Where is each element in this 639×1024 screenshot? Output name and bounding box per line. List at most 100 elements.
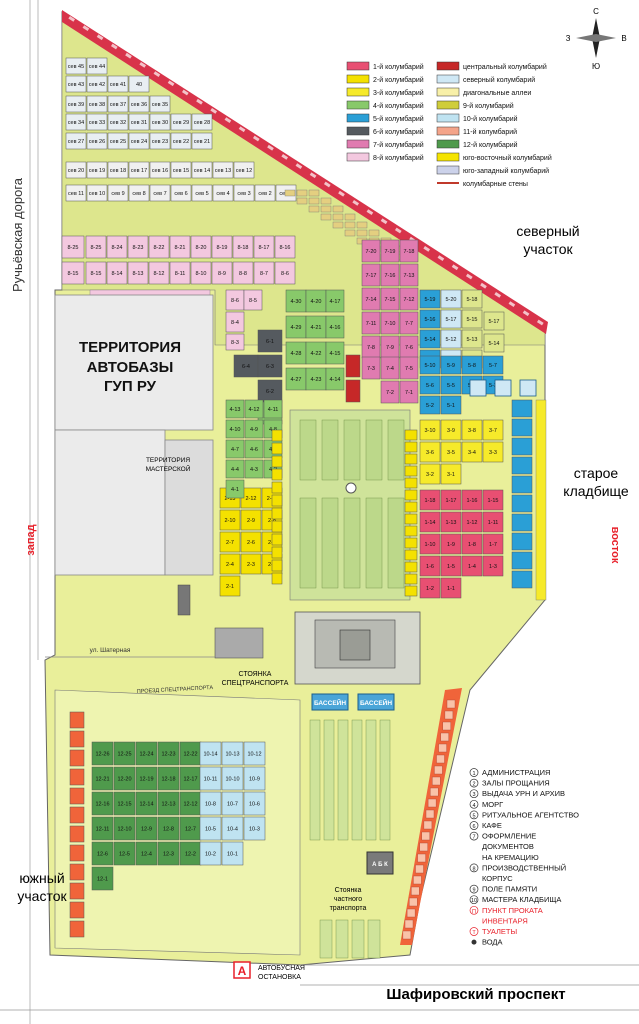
wall-segment bbox=[522, 310, 530, 317]
filler-cell bbox=[308, 189, 320, 197]
plot-label: 4-17 bbox=[329, 299, 340, 305]
service-mark bbox=[469, 863, 479, 873]
columbarium-5-cell bbox=[440, 355, 462, 375]
road-label-left: Ручьёвская дорога bbox=[10, 177, 25, 292]
columbarium-4-cell bbox=[225, 439, 245, 459]
columbarium-3-cell bbox=[404, 441, 418, 453]
filler-cell bbox=[332, 205, 344, 213]
legend-swatch bbox=[436, 113, 460, 123]
service-label: ЗАЛЫ ПРОЩАНИЯ bbox=[482, 779, 550, 788]
masterskaya-territory bbox=[164, 439, 214, 576]
plot-label: 8-22 bbox=[153, 245, 164, 251]
service-mark bbox=[469, 768, 479, 777]
columbarium-12-cell bbox=[135, 791, 158, 816]
filler-cell bbox=[284, 189, 296, 197]
south-alley bbox=[379, 719, 391, 841]
columbarium-3-cell bbox=[404, 513, 418, 525]
plot-label: 12-2 bbox=[185, 851, 196, 857]
plot-label: сев 30 bbox=[152, 120, 168, 126]
plot-label: 12-24 bbox=[139, 751, 153, 757]
columbarium-8-cell bbox=[169, 235, 191, 259]
columbarium-5-cell bbox=[419, 375, 441, 395]
plot-label: 1-9 bbox=[447, 542, 455, 548]
plot-label: сев 39 bbox=[68, 102, 84, 108]
legend-swatch bbox=[346, 61, 370, 71]
wall-segment bbox=[252, 135, 260, 142]
north-cell bbox=[86, 113, 108, 131]
columbarium-2-cell bbox=[219, 509, 241, 531]
plot-label: 12-20 bbox=[117, 776, 131, 782]
columbarium-5-cell bbox=[461, 329, 483, 349]
columbarium-3-cell bbox=[404, 537, 418, 549]
legend-label: северный колумбарий bbox=[463, 76, 535, 84]
plot-label: сев 12 bbox=[236, 168, 252, 174]
plot-label: 1-16 bbox=[466, 498, 477, 504]
columbarium-8-cell bbox=[225, 311, 245, 333]
columbarium-8-cell bbox=[274, 261, 296, 285]
columbarium-12-cell bbox=[113, 841, 136, 866]
wall-segment bbox=[96, 34, 104, 41]
columbarium-12-cell bbox=[157, 841, 180, 866]
plot-label: 4-21 bbox=[310, 325, 321, 331]
columbarium-7-cell bbox=[380, 263, 400, 287]
columbarium-wall-cell bbox=[69, 901, 85, 919]
plot-label: 10-12 bbox=[247, 751, 261, 757]
north-area-2: участок bbox=[523, 241, 573, 257]
columbarium-12-cell bbox=[91, 791, 114, 816]
columbarium-12-cell bbox=[91, 866, 114, 891]
north-cell bbox=[107, 113, 129, 131]
plot-label: сев 11 bbox=[68, 191, 84, 197]
columbarium-5-cell bbox=[419, 355, 441, 375]
service-mark-label: 7 bbox=[472, 835, 475, 841]
columbarium-5-cell bbox=[483, 311, 505, 331]
plot-label: 2-6 bbox=[247, 540, 255, 546]
alley-field bbox=[343, 419, 361, 481]
columbarium-wall-cell bbox=[69, 730, 85, 748]
columbarium-7-cell bbox=[380, 287, 400, 311]
columbarium-7-cell bbox=[399, 287, 419, 311]
columbarium-7-cell bbox=[399, 311, 419, 335]
service-label: КОРПУС bbox=[482, 874, 513, 883]
columbarium-8-cell bbox=[85, 235, 107, 259]
bus-stop-label-2: ОСТАНОВКА bbox=[258, 974, 301, 981]
plot-label: 8-10 bbox=[195, 271, 206, 277]
plot-label: 3-3 bbox=[489, 450, 497, 456]
plot-label: сев 37 bbox=[110, 102, 126, 108]
north-cell bbox=[107, 184, 129, 202]
plot-label: сев 34 bbox=[68, 120, 84, 126]
columbarium-11-cell bbox=[430, 787, 439, 797]
columbarium-8-cell bbox=[232, 261, 254, 285]
columbarium-3-cell bbox=[404, 489, 418, 501]
plot-label: сев 4 bbox=[216, 191, 229, 197]
plot-label: сев 16 bbox=[152, 168, 168, 174]
service-label: ПОЛЕ ПАМЯТИ bbox=[482, 885, 537, 894]
plot-label: 8-23 bbox=[132, 245, 143, 251]
plot-label: 5-20 bbox=[445, 297, 456, 303]
columbarium-4-cell bbox=[263, 399, 283, 419]
prospect-label: Шафировский проспект bbox=[386, 986, 565, 1003]
columbarium-7-cell bbox=[399, 356, 419, 380]
shaternaya-label: ул. Шатерная bbox=[90, 647, 131, 654]
plot-label: 7-11 bbox=[366, 321, 377, 327]
columbarium-2-cell bbox=[271, 494, 283, 507]
filler-cell bbox=[344, 221, 356, 229]
plot-label: 8-15 bbox=[90, 271, 101, 277]
service-mark-label: П bbox=[472, 909, 476, 915]
plot-label: сев 35 bbox=[152, 102, 168, 108]
plot-label: 4-28 bbox=[290, 351, 301, 357]
plot-label: 12-12 bbox=[183, 801, 197, 807]
legend-swatch bbox=[436, 87, 460, 97]
plot-label: 12-22 bbox=[183, 751, 197, 757]
plot-label: 8-7 bbox=[260, 271, 268, 277]
columbarium-7-cell bbox=[361, 287, 381, 311]
plot-label: сев 3 bbox=[237, 191, 250, 197]
south-alley bbox=[351, 719, 363, 841]
north-cell bbox=[254, 184, 276, 202]
north-cell bbox=[128, 184, 150, 202]
plot-label: 1-8 bbox=[468, 542, 476, 548]
columbarium-12-cell bbox=[113, 791, 136, 816]
columbarium-1-cell bbox=[440, 555, 462, 577]
north-cell bbox=[107, 161, 129, 179]
